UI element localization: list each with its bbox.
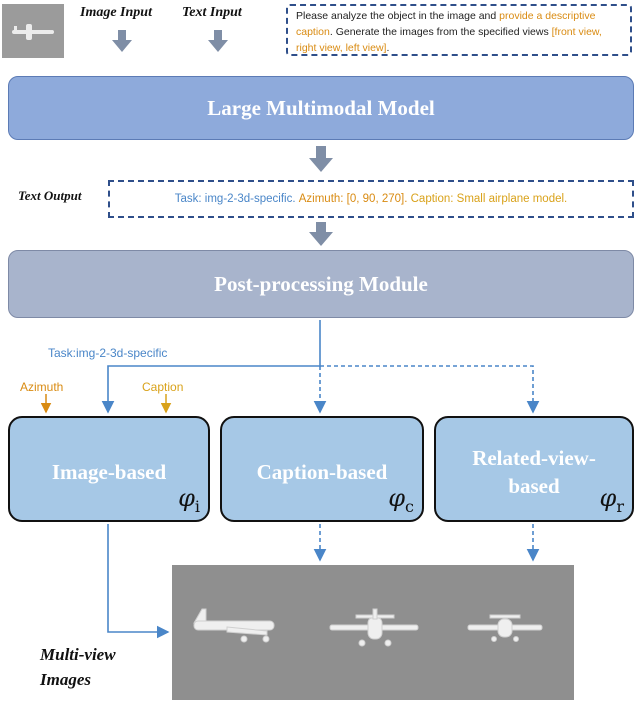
- phi-r-glyph: φ: [599, 484, 617, 513]
- phi-c-sub: c: [405, 497, 414, 516]
- phi-r-sub: r: [616, 497, 624, 516]
- image-input-arrow: [112, 30, 132, 52]
- airplane-left-view-icon: [193, 608, 275, 643]
- prompt-part3: . Generate the images from the specified…: [329, 26, 552, 38]
- related-dashed-connector: [320, 365, 540, 414]
- task-branch-label: Task:img-2-3d-specific: [48, 346, 168, 360]
- lmm-to-output-arrow: [309, 146, 333, 172]
- phi-i-sub: i: [194, 497, 200, 516]
- image-based-box: Image-based φi: [8, 416, 210, 522]
- azimuth-branch-label: Azimuth: [20, 380, 64, 394]
- multi-view-images-panel: [172, 565, 574, 700]
- airplane-right-view-icon: [467, 614, 543, 642]
- airplane-thumbnail-icon: [12, 24, 54, 40]
- related-view-label-line1: Related-view-: [472, 446, 596, 470]
- post-processing-box: Post-processing Module: [8, 250, 634, 318]
- related-view-based-box: Related-view- based φr: [434, 416, 634, 522]
- related-view-label-line2: based: [508, 474, 560, 498]
- prompt-box: Please analyze the object in the image a…: [286, 4, 632, 56]
- phi-i-symbol: φi: [178, 484, 200, 516]
- phi-c-glyph: φ: [388, 484, 406, 513]
- phi-i-glyph: φ: [178, 484, 195, 513]
- text-input-label: Text Input: [182, 5, 242, 20]
- phi-c-symbol: φc: [388, 484, 414, 516]
- gray-block-arrows: [112, 30, 333, 246]
- image-input-label: Image Input: [80, 5, 152, 20]
- prompt-caption-request: provide a descriptive caption: [296, 10, 596, 38]
- multi-view-label-line2: Images: [40, 670, 91, 689]
- post-processing-label: Post-processing Module: [214, 271, 428, 296]
- prompt-views: [front view, right view, left view]: [296, 26, 602, 54]
- image-based-label: Image-based: [51, 460, 167, 484]
- caption-based-label: Caption-based: [256, 460, 388, 484]
- phi-r-symbol: φr: [600, 484, 624, 516]
- image-based-output-connector: [107, 524, 170, 639]
- lmm-box: Large Multimodal Model: [8, 76, 634, 140]
- prompt-part5: .: [386, 42, 390, 54]
- airplane-front-view-icon: [329, 608, 419, 647]
- input-thumbnail: [2, 4, 64, 58]
- task-connector: [101, 320, 321, 414]
- multi-view-label-line1: Multi-view: [40, 645, 116, 664]
- lmm-label: Large Multimodal Model: [207, 95, 435, 120]
- text-input-arrow: [208, 30, 228, 52]
- multi-view-airplanes: [193, 608, 543, 647]
- prompt-part1: Please analyze the object in the image a…: [296, 10, 500, 22]
- caption-branch-label: Caption: [142, 380, 184, 394]
- text-output-label: Text Output: [18, 188, 82, 203]
- output-caption: Caption: Small airplane model.: [410, 193, 568, 205]
- text-output-box: Task: img-2-3d-specific. Azimuth: [0, 90…: [108, 180, 634, 218]
- output-azimuth: Azimuth: [0, 90, 270].: [298, 193, 408, 205]
- caption-based-box: Caption-based φc: [220, 416, 424, 522]
- output-task: Task: img-2-3d-specific.: [174, 193, 296, 205]
- output-to-post-arrow: [309, 222, 333, 246]
